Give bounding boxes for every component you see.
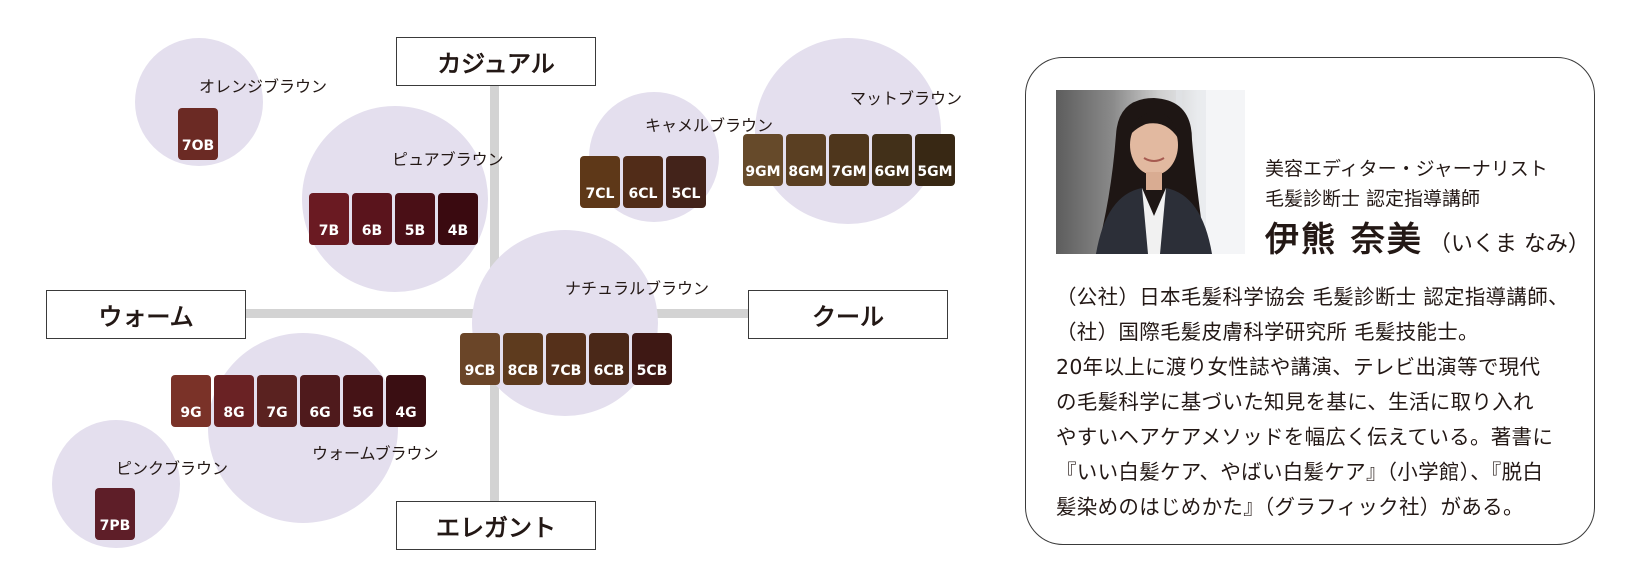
swatch-code: 7G xyxy=(266,405,288,421)
swatch-code: 6B xyxy=(361,223,383,239)
swatch-code: 6G xyxy=(309,405,331,421)
color-swatch-5b: 5B xyxy=(395,193,435,245)
group-name-warm-brown: ウォームブラウン xyxy=(312,444,439,463)
color-swatch-5gm: 5GM xyxy=(915,134,955,186)
group-name-pink-brown: ピンクブラウン xyxy=(116,459,229,478)
color-swatch-9g: 9G xyxy=(171,375,211,427)
color-swatch-7cl: 7CL xyxy=(580,156,620,208)
swatch-code: 9GM xyxy=(745,164,781,180)
color-swatch-4g: 4G xyxy=(386,375,426,427)
bio-line: やすいヘアケアメソッドを幅広く伝えている。著書に xyxy=(1056,425,1554,449)
swatch-code: 5CB xyxy=(636,363,668,379)
bio-line: （社）国際毛髪皮膚科学研究所 毛髪技能士。 xyxy=(1056,320,1479,344)
profile-role-2: 毛髪診断士 認定指導講師 xyxy=(1265,188,1481,210)
color-swatch-6cl: 6CL xyxy=(623,156,663,208)
color-swatch-9gm: 9GM xyxy=(743,134,783,186)
color-swatch-5g: 5G xyxy=(343,375,383,427)
group-circle xyxy=(208,333,398,523)
swatch-code: 6GM xyxy=(874,164,910,180)
bio-line: 20年以上に渡り女性誌や講演、テレビ出演等で現代 xyxy=(1056,355,1541,379)
swatch-code: 7GM xyxy=(831,164,867,180)
swatch-code: 7CB xyxy=(550,363,582,379)
swatch-code: 7PB xyxy=(99,518,131,534)
color-swatch-8cb: 8CB xyxy=(503,333,543,385)
bio-line: の毛髪科学に基づいた知見を基に、生活に取り入れ xyxy=(1056,390,1534,414)
bio-line: 『いい白髪ケア、やばい白髪ケア』（小学館）、『脱白 xyxy=(1056,460,1544,484)
color-swatch-9cb: 9CB xyxy=(460,333,500,385)
group-name-orange-brown: オレンジブラウン xyxy=(199,77,328,96)
swatch-code: 7OB xyxy=(181,138,215,154)
swatch-row-warm-brown: 9G 8G 7G 6G 5G 4G xyxy=(171,375,426,427)
profile-name-line: 伊熊 奈美（いくま なみ） xyxy=(1265,212,1590,261)
group-name-pure-brown: ピュアブラウン xyxy=(392,150,504,169)
bio-line: 髪染めのはじめかた』（グラフィック社）がある。 xyxy=(1056,495,1524,519)
profile-role-1: 美容エディター・ジャーナリスト xyxy=(1265,158,1548,180)
swatch-code: 5GM xyxy=(917,164,953,180)
axis-label-cool: クール xyxy=(748,290,948,339)
group-name-matt-brown: マットブラウン xyxy=(850,89,963,108)
color-swatch-6g: 6G xyxy=(300,375,340,427)
swatch-row-natural-brown: 9CB 8CB 7CB 6CB 5CB xyxy=(460,333,672,385)
color-swatch-4b: 4B xyxy=(438,193,478,245)
color-swatch-6b: 6B xyxy=(352,193,392,245)
swatch-code: 8G xyxy=(223,405,245,421)
swatch-row-pure-brown: 7B 6B 5B 4B xyxy=(309,193,478,245)
group-name-natural-brown: ナチュラルブラウン xyxy=(565,279,710,298)
swatch-row-matt-brown: 9GM 8GM 7GM 6GM 5GM xyxy=(743,134,955,186)
swatch-code: 4G xyxy=(395,405,417,421)
color-swatch-7cb: 7CB xyxy=(546,333,586,385)
color-swatch-5cl: 5CL xyxy=(666,156,706,208)
color-swatch-7ob: 7OB xyxy=(178,108,218,160)
color-swatch-7g: 7G xyxy=(257,375,297,427)
swatch-code: 6CL xyxy=(628,186,658,202)
swatch-code: 8CB xyxy=(507,363,539,379)
swatch-code: 6CB xyxy=(593,363,625,379)
axis-label-casual: カジュアル xyxy=(396,37,596,86)
swatch-row-camel-brown: 7CL 6CL 5CL xyxy=(580,156,706,208)
color-swatch-8gm: 8GM xyxy=(786,134,826,186)
swatch-code: 5CL xyxy=(671,186,701,202)
color-swatch-6gm: 6GM xyxy=(872,134,912,186)
swatch-row-orange-brown: 7OB xyxy=(178,108,218,160)
color-swatch-5cb: 5CB xyxy=(632,333,672,385)
swatch-code: 7B xyxy=(318,223,340,239)
group-circle xyxy=(472,230,658,416)
swatch-code: 9CB xyxy=(464,363,496,379)
swatch-code: 7CL xyxy=(585,186,615,202)
profile-photo xyxy=(1056,90,1245,254)
profile-name-reading: （いくま なみ） xyxy=(1428,232,1590,257)
profile-bio: （公社）日本毛髪科学協会 毛髪診断士 認定指導講師、 （社）国際毛髪皮膚科学研究… xyxy=(1056,280,1576,525)
color-swatch-8g: 8G xyxy=(214,375,254,427)
swatch-code: 9G xyxy=(180,405,202,421)
profile-card: 美容エディター・ジャーナリスト 毛髪診断士 認定指導講師 伊熊 奈美（いくま な… xyxy=(1025,57,1595,545)
swatch-row-pink-brown: 7PB xyxy=(95,488,135,540)
swatch-code: 5G xyxy=(352,405,374,421)
group-name-camel-brown: キャメルブラウン xyxy=(645,116,774,135)
color-swatch-7b: 7B xyxy=(309,193,349,245)
swatch-code: 8GM xyxy=(788,164,824,180)
bio-line: （公社）日本毛髪科学協会 毛髪診断士 認定指導講師、 xyxy=(1056,285,1569,309)
portrait-illustration xyxy=(1096,90,1245,254)
axis-label-warm: ウォーム xyxy=(46,290,246,339)
swatch-code: 4B xyxy=(447,223,469,239)
profile-name: 伊熊 奈美 xyxy=(1265,220,1423,260)
color-swatch-6cb: 6CB xyxy=(589,333,629,385)
color-swatch-7pb: 7PB xyxy=(95,488,135,540)
group-circle xyxy=(755,38,941,224)
color-swatch-7gm: 7GM xyxy=(829,134,869,186)
axis-label-elegant: エレガント xyxy=(396,501,596,550)
swatch-code: 5B xyxy=(404,223,426,239)
